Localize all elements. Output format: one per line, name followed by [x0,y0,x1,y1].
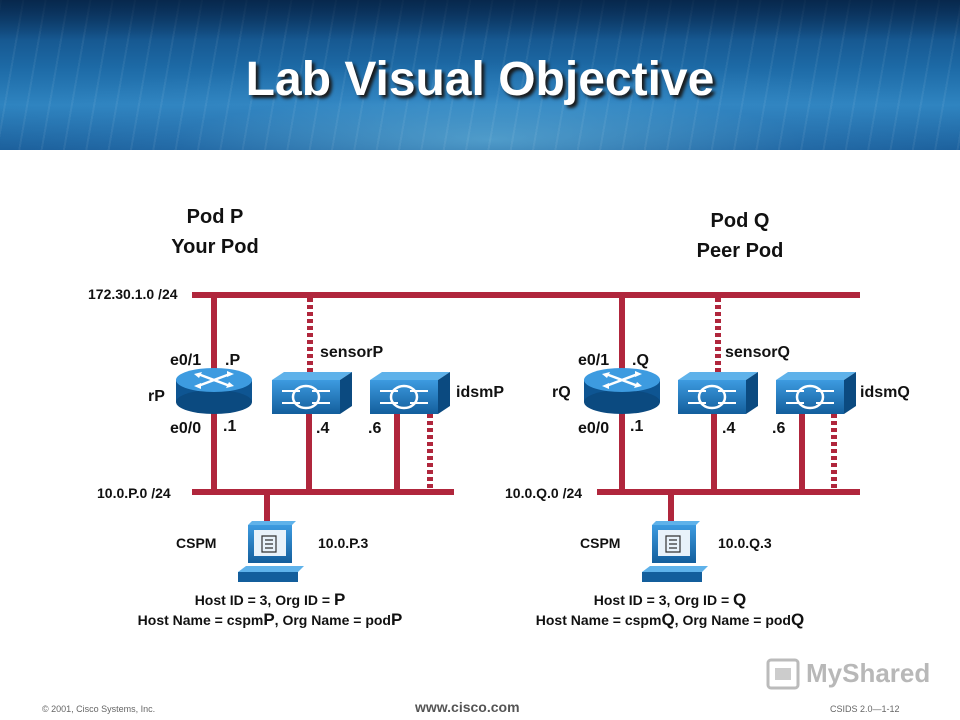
idsmp-label: idsmP [456,384,505,401]
sensor-icon [272,372,352,414]
link-cspmq [668,495,674,525]
link-sensorq-command [711,414,717,490]
rq-router-label: rQ [552,384,571,401]
cspmp-addr: 10.0.P.3 [318,535,369,551]
banner-glow [0,60,960,150]
rq-if-top-addr: .Q [632,352,649,369]
rp-if-top-addr: .P [225,352,241,369]
pod-q-host-line2: Host Name = cspmQ, Org Name = podQ [535,610,805,629]
link-sensorp-command [306,414,312,490]
pod-p-subheading: Your Pod [171,236,259,258]
idsm-icon [776,372,856,414]
workstation-icon [642,521,708,582]
rp-if-bottom: e0/0 [170,420,202,437]
sensor-icon [678,372,758,414]
pod-q-host-line1: Host ID = 3, Org ID = Q [593,590,747,609]
sensorq-label: sensorQ [725,344,790,361]
footer-copyright: © 2001, Cisco Systems, Inc. [42,704,156,714]
link-cspmp [264,495,270,525]
workstation-icon [238,521,304,582]
cspmq-addr: 10.0.Q.3 [718,535,772,551]
cspmq-label: CSPM [580,535,621,551]
link-idsmp-command [394,414,400,490]
router-icon [176,368,252,414]
title-banner [0,0,960,150]
rq-if-bottom-addr: .1 [630,418,644,435]
rp-if-bottom-addr: .1 [223,418,237,435]
router-icon [584,368,660,414]
link-rq-top [619,298,625,378]
bus-10-0-q-network [597,489,860,495]
watermark-text: MyShared [806,658,931,688]
rp-router-label: rP [148,388,165,405]
sensorp-label: sensorP [320,344,384,361]
network-q-label: 10.0.Q.0 /24 [505,485,583,501]
pod-p-host-line2: Host Name = cspmP, Org Name = podP [137,610,403,629]
sensorq-addr: .4 [722,420,736,437]
network-top-label: 172.30.1.0 /24 [88,286,178,302]
pod-q-subheading: Peer Pod [696,240,784,262]
rq-if-bottom: e0/0 [578,420,610,437]
footer-code: CSIDS 2.0—1-12 [830,704,900,714]
idsmq-addr: .6 [772,420,786,437]
link-rp-bottom [211,410,217,490]
link-rp-top [211,298,217,378]
sensorp-addr: .4 [316,420,330,437]
link-idsmq-command [799,414,805,490]
idsmq-label: idsmQ [860,384,910,401]
bus-10-0-p-network [192,489,454,495]
footer-website[interactable]: www.cisco.com [415,699,520,715]
idsmp-addr: .6 [368,420,382,437]
cspmp-label: CSPM [176,535,217,551]
idsm-icon [370,372,450,414]
watermark-logo-icon [766,658,800,690]
network-p-label: 10.0.P.0 /24 [97,485,171,501]
rq-if-top: e0/1 [578,352,610,369]
pod-p-host-line1: Host ID = 3, Org ID = P [194,590,346,609]
pod-q-heading: Pod Q [710,210,770,232]
slide-title: Lab Visual Objective [245,53,715,106]
pod-p-heading: Pod P [186,206,244,228]
banner-shade [0,0,960,40]
link-rq-bottom [619,410,625,490]
rp-if-top: e0/1 [170,352,202,369]
bus-172-network [192,292,860,298]
